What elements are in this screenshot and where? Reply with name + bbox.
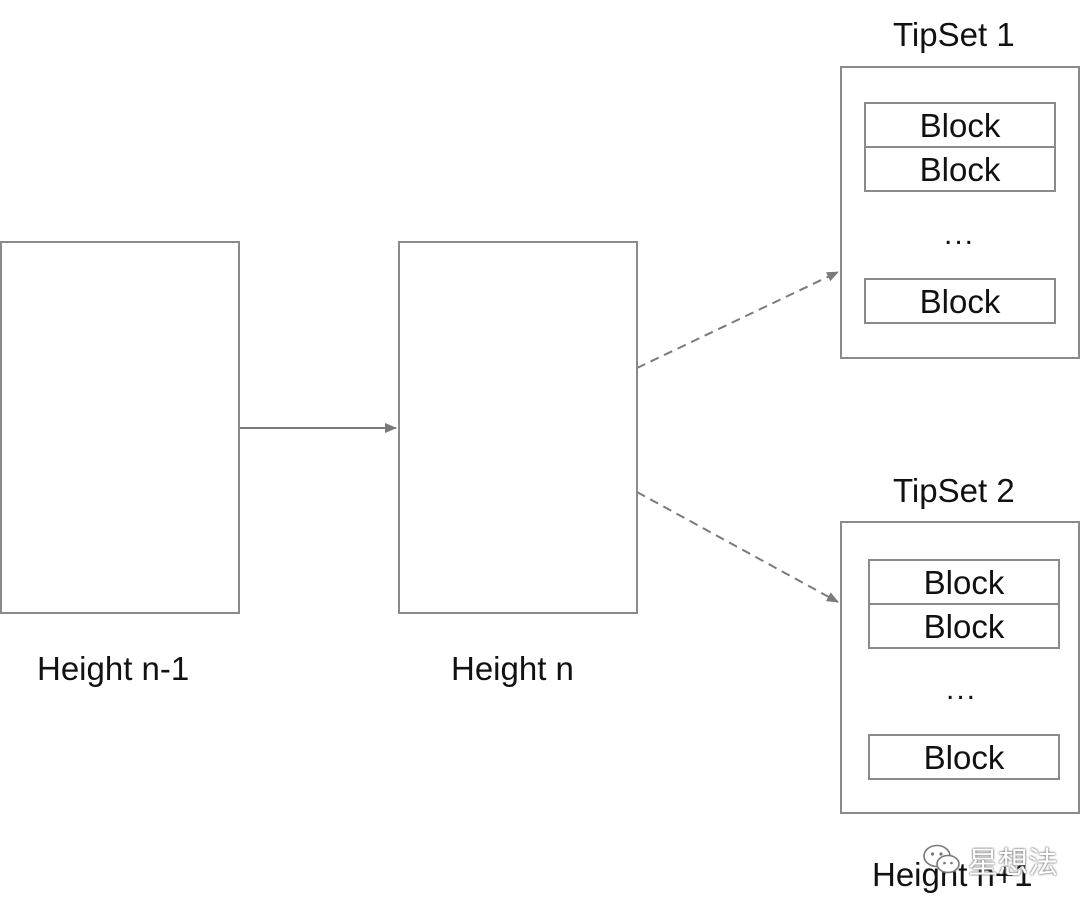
tipset-1-ellipsis: ... (944, 218, 976, 251)
arrow-n-to-tipset-1 (636, 271, 839, 369)
height-n-minus-1-box (0, 241, 240, 614)
tipset-2-block-2: Block (868, 603, 1060, 649)
tipset-2-title: TipSet 2 (893, 472, 1015, 509)
tipset-1-block-3: Block (864, 278, 1056, 324)
tipset-2-block-3: Block (868, 734, 1060, 780)
height-n-label: Height n (451, 650, 574, 687)
tipset-1-block-2: Block (864, 146, 1056, 192)
height-n-minus-1-label: Height n-1 (37, 650, 190, 687)
watermark: 星想法 (922, 838, 1058, 882)
watermark-text: 星想法 (968, 847, 1058, 880)
wechat-icon (923, 844, 960, 874)
tipset-1-title: TipSet 1 (893, 16, 1015, 53)
tipset-1-box: Block Block ... Block (840, 66, 1080, 359)
height-n-box (398, 241, 638, 614)
tipset-2-block-1: Block (868, 559, 1060, 605)
tipset-2-box: Block Block ... Block (840, 521, 1080, 814)
tipset-1-block-1: Block (864, 102, 1056, 148)
arrow-n-to-tipset-2 (636, 491, 839, 603)
tipset-2-ellipsis: ... (946, 673, 978, 706)
